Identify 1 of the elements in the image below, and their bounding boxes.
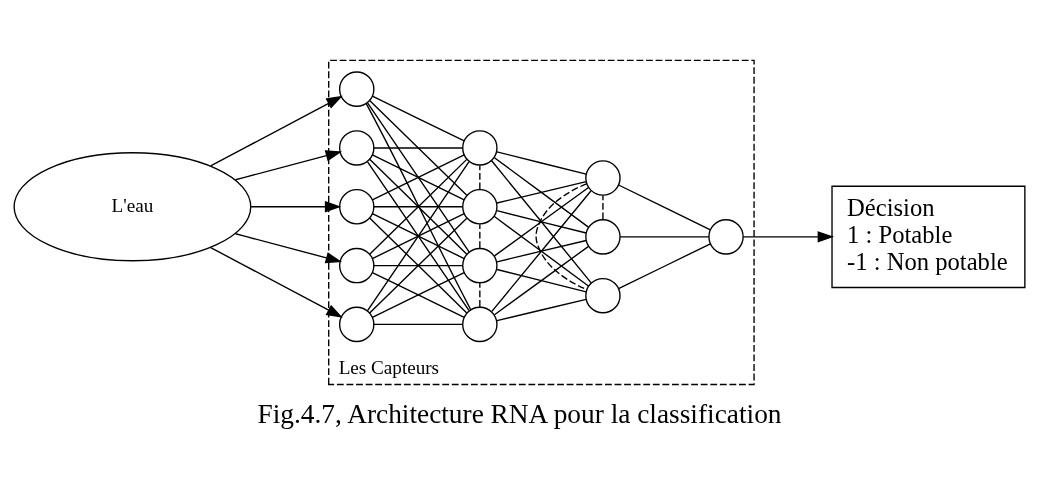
caption: Fig.4.7, Architecture RNA pour la classification — [257, 398, 782, 429]
